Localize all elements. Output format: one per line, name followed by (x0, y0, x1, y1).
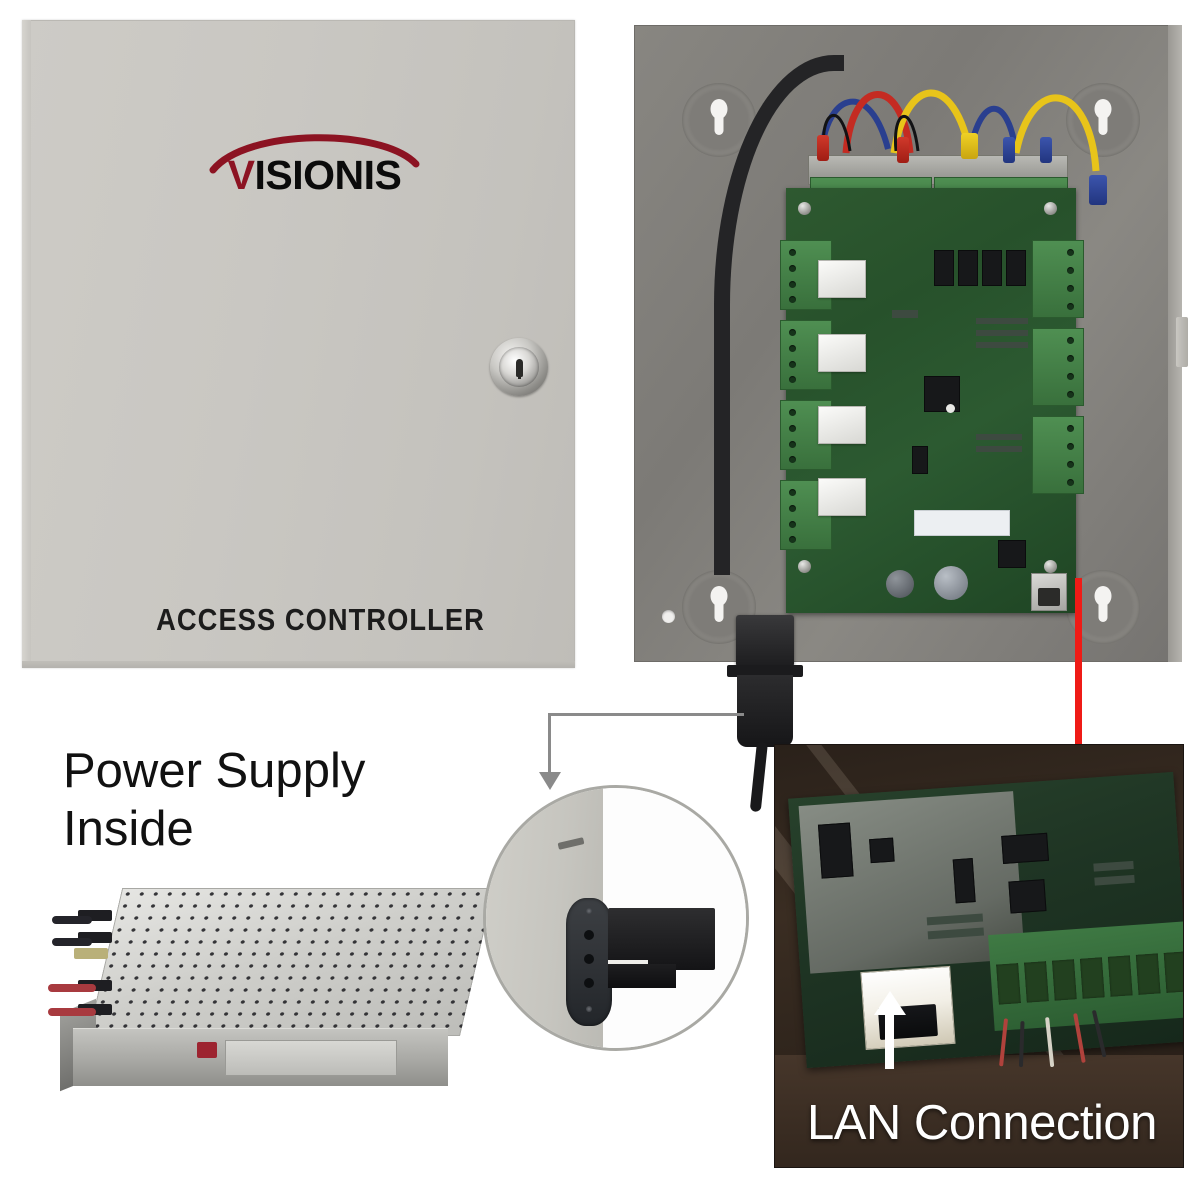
inlet-screw-top (586, 908, 592, 914)
psu-perforated-top (88, 888, 495, 1036)
psu-wire-black-1 (52, 916, 92, 924)
inlet-pin-2 (584, 954, 594, 964)
wire-harness (819, 89, 1100, 172)
buzzer (886, 570, 914, 598)
crystal-oscillator (912, 446, 928, 474)
mount-hole-small (662, 610, 675, 623)
board-screw-br (1044, 560, 1057, 573)
lan-connection-label: LAN Connection (807, 1096, 1157, 1150)
psu-terminal-2 (78, 932, 112, 943)
rj45-ethernet-jack[interactable] (1031, 573, 1067, 611)
inlet-pin-1 (584, 930, 594, 940)
logo-arc-icon (207, 120, 422, 176)
gray-elbow-arrow-icon (548, 713, 744, 716)
ic-relay-driver-1 (934, 250, 954, 286)
crimp-blue-1 (1003, 137, 1015, 163)
power-inlet-closeup-inset (483, 785, 749, 1051)
psu-front-panel (73, 1028, 448, 1086)
access-controller-board (780, 188, 1084, 613)
crimp-blue-2 (1040, 137, 1052, 163)
ic-relay-driver-3 (982, 250, 1002, 286)
desk-surface (775, 1055, 1183, 1167)
gray-elbow-arrow-stem (548, 713, 551, 775)
psu-wire-red-2 (48, 1008, 96, 1016)
psu-spec-label (225, 1040, 397, 1076)
power-supply-line-2: Inside (63, 802, 194, 856)
green-terminal-block-closeup (988, 920, 1183, 1031)
board-label (914, 510, 1010, 536)
power-supply-line-1: Power Supply (63, 744, 366, 798)
panel-latch-tab (1176, 317, 1188, 367)
power-supply-annotation: Power Supply Inside (63, 742, 483, 858)
terminal-right-2 (1032, 328, 1084, 406)
relay-3 (818, 406, 866, 444)
keyhole (516, 359, 523, 379)
access-controller-enclosure-door: VISIONIS ACCESS CONTROLLER (22, 20, 575, 668)
terminal-right-3 (1032, 416, 1084, 494)
power-cord-plug (608, 908, 715, 970)
inlet-screw-bottom (586, 1006, 592, 1012)
led-indicator (946, 404, 955, 413)
ic-relay-driver-4 (1006, 250, 1026, 286)
psu-terminal-1 (78, 910, 112, 921)
lock-cylinder (499, 347, 539, 387)
logo-initial: V (227, 152, 255, 198)
controller-board-closeup (788, 771, 1183, 1069)
enclosure-label: ACCESS CONTROLLER (156, 602, 485, 637)
relay-1 (818, 260, 866, 298)
crimp-blue-ring (1089, 175, 1107, 205)
psu-wire-black-2 (52, 938, 92, 946)
power-connector-head (736, 615, 794, 667)
board-screw-tr (1044, 202, 1057, 215)
psu-terminal-ground (74, 948, 108, 959)
plug-lower-step (608, 964, 676, 988)
crimp-red-2 (897, 137, 909, 163)
inlet-pin-3 (584, 978, 594, 988)
iec-power-inlet-socket[interactable] (566, 898, 612, 1026)
mount-keyhole-top-right (1066, 83, 1140, 157)
red-arrow-icon (1075, 578, 1082, 898)
panel-right-rim (1168, 25, 1182, 662)
closeup-chip-5 (1008, 879, 1047, 914)
closeup-chip-3 (952, 858, 976, 904)
power-connector-body (737, 675, 793, 747)
visionis-logo: VISIONIS (207, 120, 422, 212)
regulator-ic (998, 540, 1026, 568)
crimp-yellow-1 (961, 133, 978, 159)
gray-arrowhead (539, 772, 561, 790)
psu-vent-holes (88, 888, 495, 1036)
terminal-right-1 (1032, 240, 1084, 318)
key-lock-icon[interactable] (490, 338, 548, 396)
board-screw-tl (798, 202, 811, 215)
psu-wire-red-1 (48, 984, 96, 992)
crimp-red-1 (817, 135, 829, 161)
closeup-chip-4 (1001, 832, 1050, 864)
relay-2 (818, 334, 866, 372)
logo-rest: ISIONIS (254, 152, 402, 198)
electrolytic-cap (934, 566, 968, 600)
psu-brand-logo (197, 1042, 217, 1058)
power-supply-unit (48, 888, 495, 1103)
power-connector-flange (727, 665, 803, 677)
closeup-chip-2 (869, 837, 895, 864)
controller-panel-open (634, 25, 1188, 662)
relay-4 (818, 478, 866, 516)
ic-relay-driver-2 (958, 250, 978, 286)
board-screw-bl (798, 560, 811, 573)
logo-wordmark: VISIONIS (207, 152, 422, 199)
lan-connection-closeup-panel: LAN Connection (775, 745, 1183, 1167)
power-cord (749, 741, 768, 813)
white-arrow-stem (885, 1007, 894, 1069)
closeup-chip-1 (817, 822, 854, 879)
